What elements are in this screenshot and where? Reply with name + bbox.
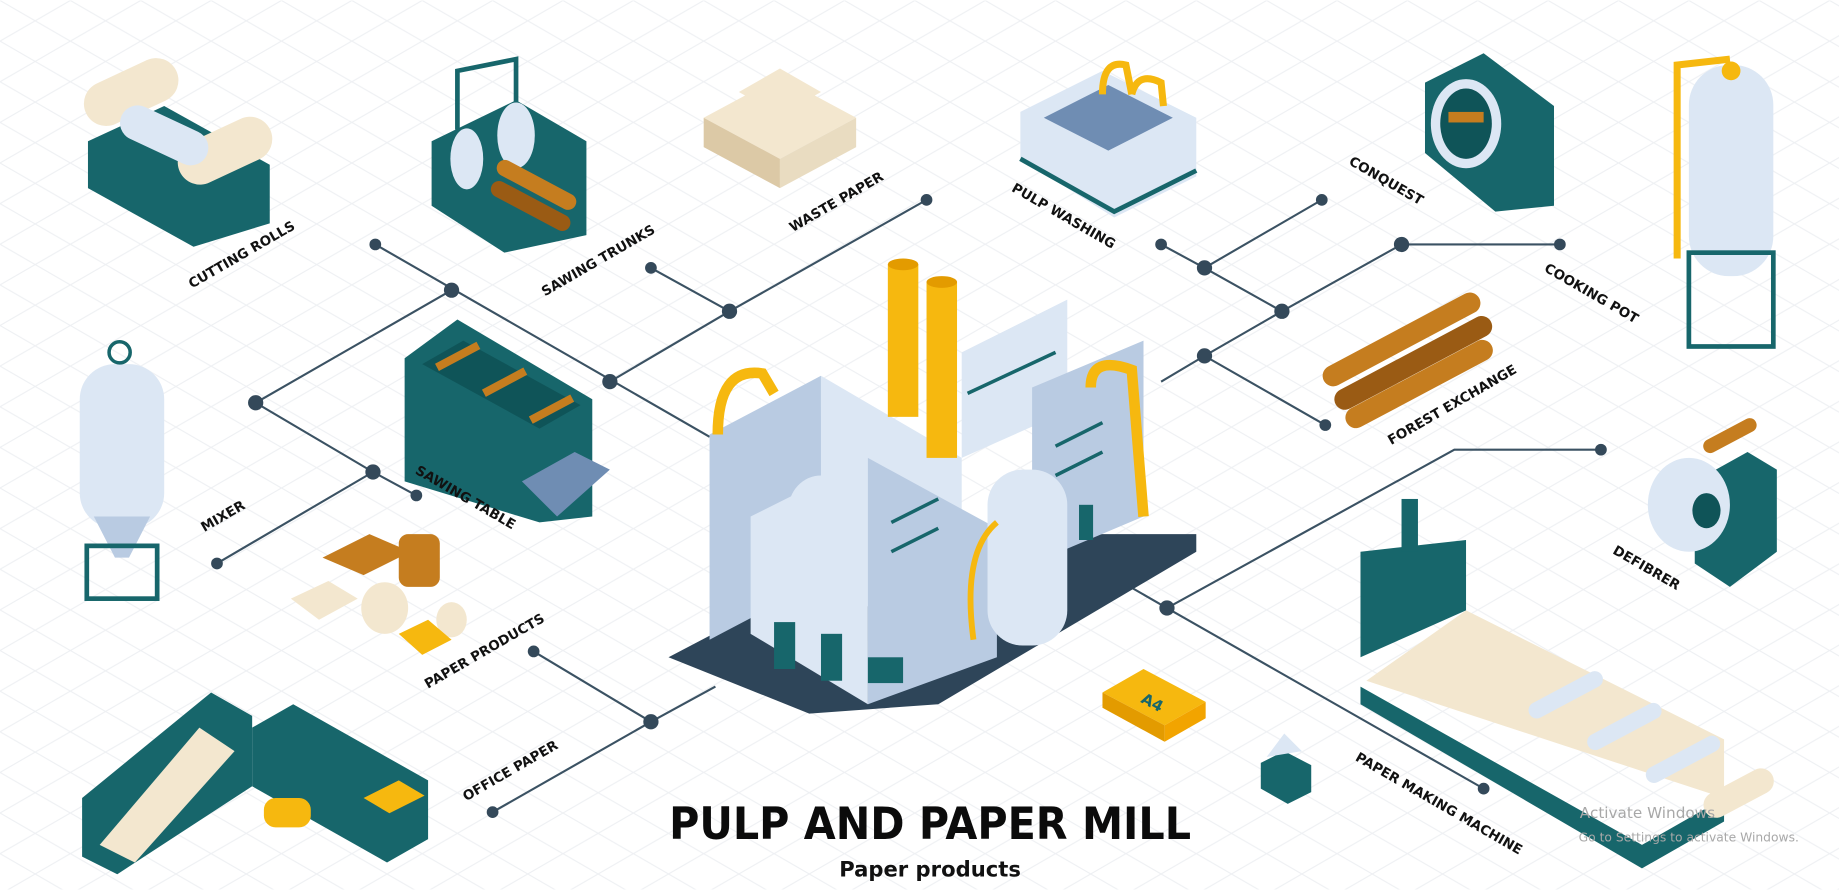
connector-nodes (211, 194, 1607, 818)
pulp-washing-illustration (1019, 60, 1198, 218)
defibrer-illustration (1647, 418, 1777, 587)
activate-windows-hint: Go to Settings to activate Windows. (1579, 830, 1799, 844)
page-title: PULP AND PAPER MILL (669, 798, 1191, 850)
mixer-illustration (79, 340, 165, 601)
waste-paper-illustration (703, 68, 857, 189)
paper-mill-factory-illustration (668, 258, 1197, 714)
sawing-trunks-illustration (431, 56, 587, 253)
forest-exchange-logs-illustration (1322, 292, 1493, 429)
page-subtitle: Paper products (839, 857, 1021, 882)
cooking-pot-illustration (1673, 55, 1776, 349)
conquest-illustration (1424, 53, 1555, 212)
a4-paper-box-illustration: A4 (1102, 669, 1206, 742)
paper-making-machine-illustration (1360, 498, 1774, 869)
activate-windows-watermark: Activate Windows (1580, 804, 1715, 822)
cutting-rolls-illustration (83, 58, 273, 247)
office-paper-machine-illustration (82, 692, 429, 875)
paper-products-illustration (290, 534, 467, 655)
paper-dispenser-illustration (1260, 733, 1312, 804)
sawing-table-illustration (404, 319, 610, 523)
